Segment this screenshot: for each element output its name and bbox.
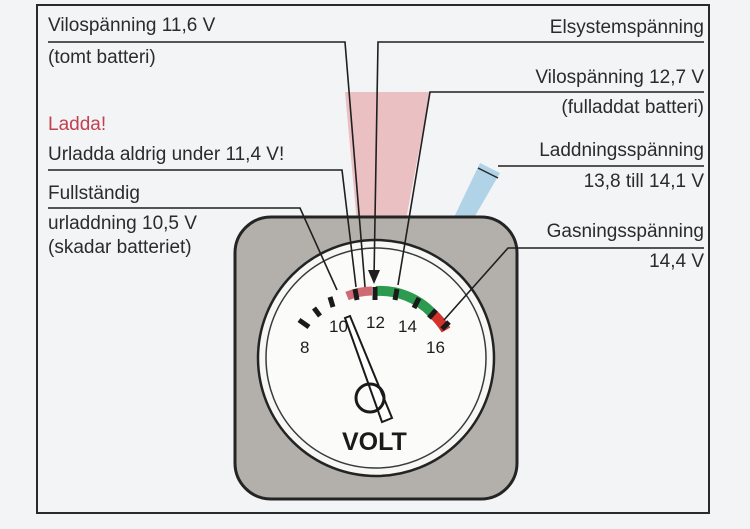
tick-9 (312, 306, 322, 318)
scale-label-16: 16 (426, 338, 445, 357)
arrow-system-voltage (368, 270, 380, 284)
tick-16 (440, 320, 451, 331)
label-idle-full-sub: (fulladdat batteri) (561, 97, 704, 118)
leader-system-voltage (373, 41, 704, 279)
scale-label-8: 8 (300, 338, 309, 357)
scale-label-10: 10 (329, 317, 348, 336)
needle-pivot (354, 382, 386, 414)
label-idle-empty-title: Vilospänning 11,6 V (48, 15, 216, 36)
leader-full-discharge (48, 207, 338, 291)
gauge-ticks (297, 287, 451, 331)
label-charging-range: 13,8 till 14,1 V (583, 171, 704, 192)
label-charge-warning: Ladda! (48, 114, 107, 135)
label-system-voltage: Elsystemspänning (549, 17, 704, 38)
pink-zone-arc (345, 286, 373, 301)
scale-label-12: 12 (366, 313, 385, 332)
leader-idle-empty (48, 41, 366, 288)
label-full-discharge-value: urladdning 10,5 V (48, 213, 197, 234)
leader-never-discharge (48, 169, 357, 288)
tick-10 (327, 296, 336, 308)
label-idle-empty-sub: (tomt batteri) (48, 47, 156, 68)
diagram-frame (36, 4, 710, 514)
green-zone-arc (375, 285, 436, 317)
label-full-discharge-note: (skadar batteriet) (48, 237, 192, 258)
gauge-inner-ring (265, 247, 487, 469)
label-gassing-value: 14,4 V (649, 251, 704, 272)
volt-unit-label: VOLT (342, 428, 407, 456)
label-full-discharge-title: Fullständig (48, 183, 140, 204)
charging-arrow-line (477, 167, 499, 179)
leader-idle-full (397, 91, 704, 286)
gauge-needle (343, 314, 394, 424)
label-gassing-title: Gasningsspänning (546, 221, 704, 242)
tick-14 (411, 296, 422, 310)
label-charging-title: Laddningsspänning (539, 140, 704, 161)
label-never-discharge: Urladda aldrig under 11,4 V! (48, 144, 285, 165)
tick-8 (297, 317, 311, 330)
tick-11 (352, 288, 360, 301)
tick-15 (427, 308, 438, 320)
tick-13 (392, 288, 400, 301)
label-idle-full-title: Vilospänning 12,7 V (535, 67, 704, 88)
scale-label-14: 14 (398, 317, 417, 336)
leader-gassing (443, 247, 704, 321)
